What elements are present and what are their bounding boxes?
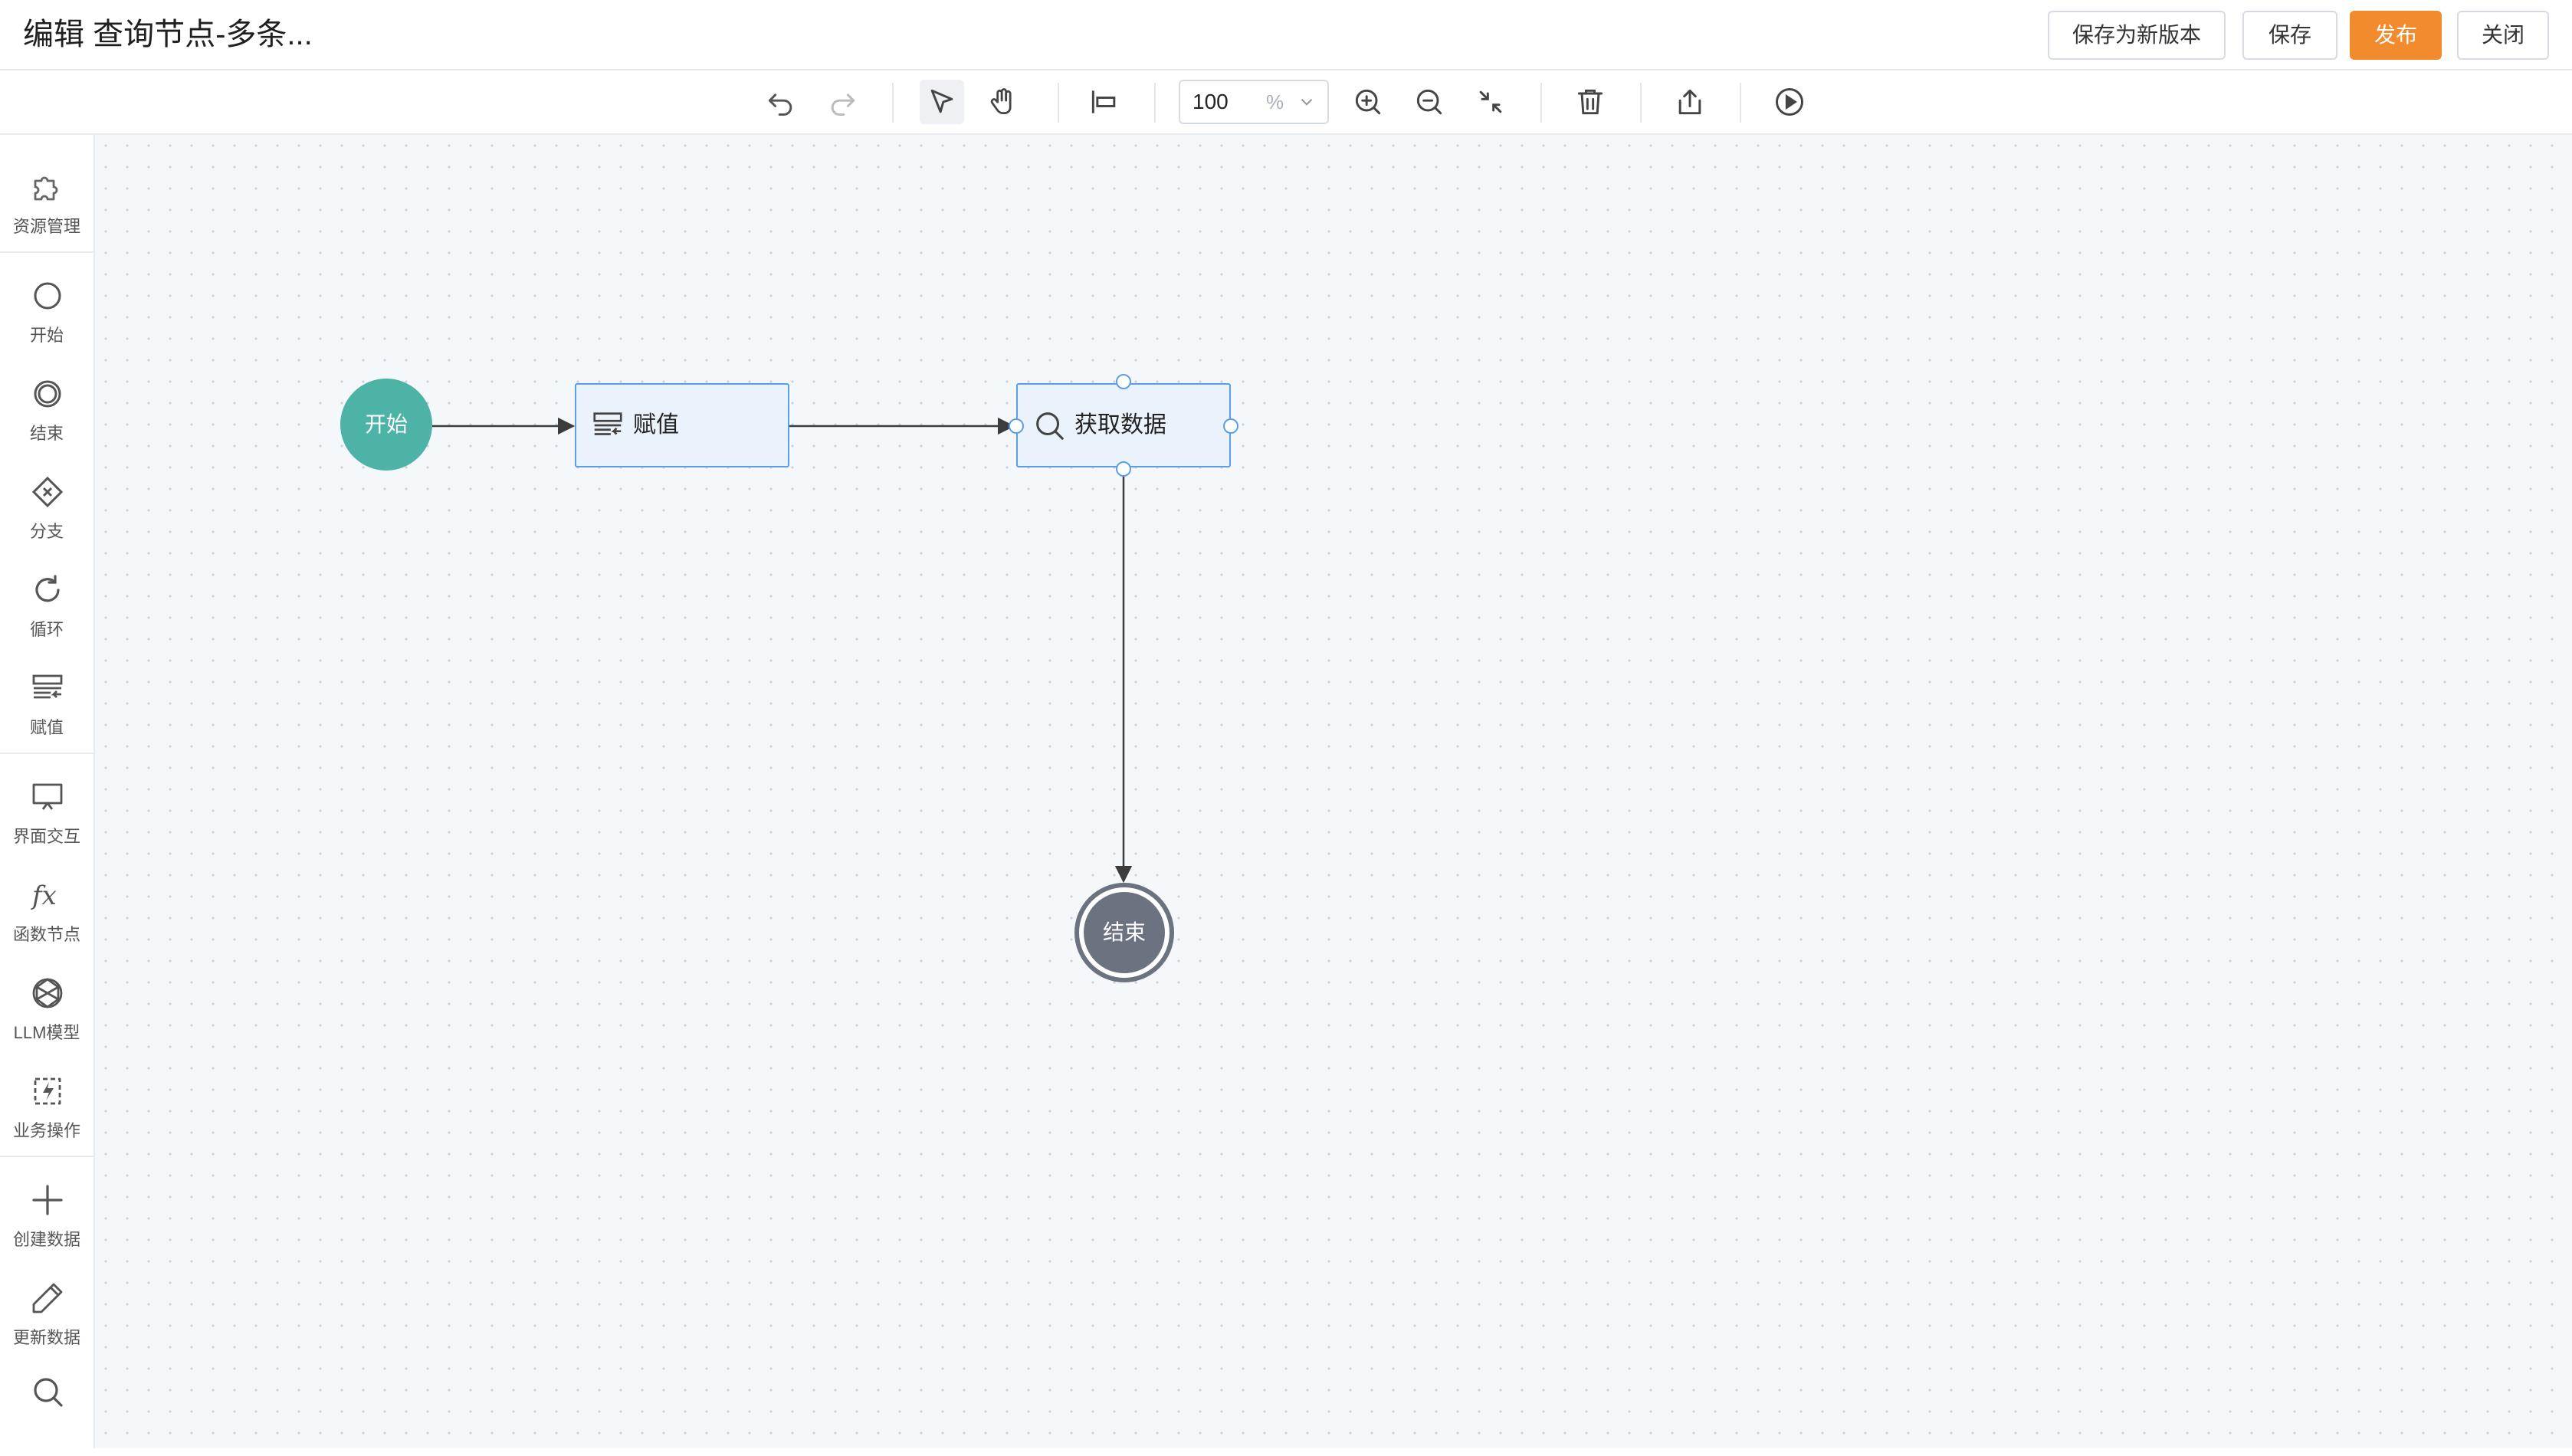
- toolbar: 100 %: [0, 71, 2572, 135]
- zoom-select[interactable]: 100 %: [1179, 80, 1329, 124]
- sidebar-item-llm[interactable]: LLM模型: [0, 967, 93, 1058]
- sidebar-item-label: 业务操作: [12, 1121, 80, 1140]
- port-top[interactable]: [1116, 374, 1131, 389]
- toolbar-divider: [1640, 83, 1642, 123]
- flow-edges: [432, 417, 1133, 884]
- page-title: 编辑 查询节点-多条...: [23, 18, 313, 51]
- select-pointer-icon: [930, 89, 953, 113]
- export-icon: [1678, 89, 1701, 115]
- save-button[interactable]: 保存: [2242, 11, 2337, 60]
- sidebar-item-label: 更新数据: [12, 1328, 80, 1347]
- assign-icon: [32, 674, 63, 699]
- sidebar-item-label: 开始: [29, 326, 64, 345]
- zoom-value: 100: [1193, 90, 1229, 113]
- redo-icon: [831, 93, 855, 116]
- undo-icon: [768, 93, 792, 116]
- plus-icon: [32, 1185, 63, 1215]
- sidebar-divider: [0, 1156, 93, 1157]
- publish-button[interactable]: 发布: [2350, 11, 2442, 60]
- fetch-data-node-label: 获取数据: [1074, 412, 1166, 438]
- business-icon: [34, 1077, 61, 1105]
- toolbar-divider: [1540, 83, 1542, 123]
- zoom-in-icon: [1355, 89, 1381, 115]
- zoom-out-button[interactable]: [1407, 80, 1452, 124]
- save-as-new-version-button[interactable]: 保存为新版本: [2048, 11, 2226, 60]
- sidebar-item-label: 分支: [29, 522, 64, 541]
- sidebar-item-create-data[interactable]: 创建数据: [0, 1174, 93, 1264]
- sidebar-item-label: LLM模型: [13, 1023, 80, 1042]
- assign-node[interactable]: 赋值: [575, 383, 789, 467]
- flow-canvas[interactable]: 开始 赋值 获取数据 结束: [95, 135, 2572, 1448]
- llm-icon: [32, 978, 63, 1008]
- sidebar-item-label: 循环: [29, 620, 64, 639]
- align-left-icon: [1091, 90, 1116, 113]
- sidebar-item-label: 结束: [29, 424, 64, 443]
- end-node[interactable]: 结束: [1074, 883, 1174, 982]
- hand-pan-icon: [990, 88, 1012, 115]
- redo-button[interactable]: [820, 80, 864, 124]
- sidebar-item-update-data[interactable]: 更新数据: [0, 1272, 93, 1363]
- sidebar-item-ui-interaction[interactable]: 界面交互: [0, 771, 93, 861]
- loop-icon: [35, 575, 60, 602]
- puzzle-icon: [34, 176, 58, 201]
- fetch-data-node[interactable]: 获取数据: [1016, 383, 1231, 467]
- run-icon: [1776, 88, 1803, 116]
- sidebar-item-business-operation[interactable]: 业务操作: [0, 1065, 93, 1156]
- toolbar-divider: [892, 83, 894, 123]
- monitor-icon: [32, 783, 63, 810]
- toolbar-divider: [1740, 83, 1741, 123]
- node-palette-sidebar: 资源管理 开始 结束 分支 循环 赋值 界面交互 fx 函数节点 LLM模型 业…: [0, 135, 95, 1448]
- sidebar-item-label: 赋值: [29, 718, 64, 737]
- pan-tool-button[interactable]: [981, 80, 1025, 124]
- sidebar-item-start[interactable]: 开始: [0, 270, 93, 360]
- close-button[interactable]: 关闭: [2457, 11, 2549, 60]
- sidebar-item-function[interactable]: fx 函数节点: [0, 869, 93, 959]
- delete-button[interactable]: [1568, 80, 1612, 124]
- toolbar-divider: [1154, 83, 1156, 123]
- sidebar-item-assign[interactable]: 赋值: [0, 662, 93, 753]
- start-node[interactable]: 开始: [340, 379, 432, 471]
- port-left[interactable]: [1009, 418, 1024, 434]
- sidebar-divider: [0, 251, 93, 253]
- fit-view-button[interactable]: [1468, 80, 1513, 124]
- double-circle-icon: [34, 380, 61, 408]
- sidebar-item-branch[interactable]: 分支: [0, 466, 93, 556]
- chevron-down-icon: [1301, 98, 1313, 106]
- assign-node-label: 赋值: [633, 412, 679, 438]
- zoom-in-button[interactable]: [1346, 80, 1390, 124]
- sidebar-item-resource-management[interactable]: 资源管理: [0, 161, 93, 251]
- zoom-out-icon: [1416, 89, 1442, 115]
- sidebar-item-query-data[interactable]: [0, 1366, 93, 1456]
- fit-view-icon: [1479, 90, 1502, 113]
- search-icon: [34, 1378, 63, 1407]
- zoom-unit: %: [1266, 90, 1284, 113]
- svg-text:fx: fx: [30, 880, 57, 911]
- header-bar: 编辑 查询节点-多条... 保存为新版本 保存 发布 关闭: [0, 0, 2572, 71]
- assign-icon: [593, 412, 622, 435]
- sidebar-item-label: 资源管理: [12, 217, 80, 236]
- port-right[interactable]: [1223, 418, 1238, 434]
- sidebar-item-label: 函数节点: [12, 925, 80, 944]
- export-button[interactable]: [1668, 80, 1712, 124]
- undo-button[interactable]: [759, 80, 803, 124]
- trash-icon: [1577, 89, 1603, 115]
- pencil-icon: [32, 1283, 63, 1313]
- run-button[interactable]: [1767, 80, 1812, 124]
- sidebar-item-label: 创建数据: [12, 1230, 80, 1249]
- circle-icon: [34, 282, 61, 310]
- search-icon: [1036, 412, 1064, 440]
- align-button[interactable]: [1082, 80, 1127, 124]
- sidebar-item-label: 界面交互: [12, 827, 80, 846]
- diamond-x-icon: [31, 476, 64, 508]
- select-tool-button[interactable]: [920, 80, 964, 124]
- sidebar-item-loop[interactable]: 循环: [0, 564, 93, 654]
- function-icon: fx: [30, 880, 57, 911]
- sidebar-item-end[interactable]: 结束: [0, 368, 93, 458]
- sidebar-divider: [0, 753, 93, 754]
- toolbar-divider: [1058, 83, 1059, 123]
- port-bottom[interactable]: [1116, 461, 1131, 477]
